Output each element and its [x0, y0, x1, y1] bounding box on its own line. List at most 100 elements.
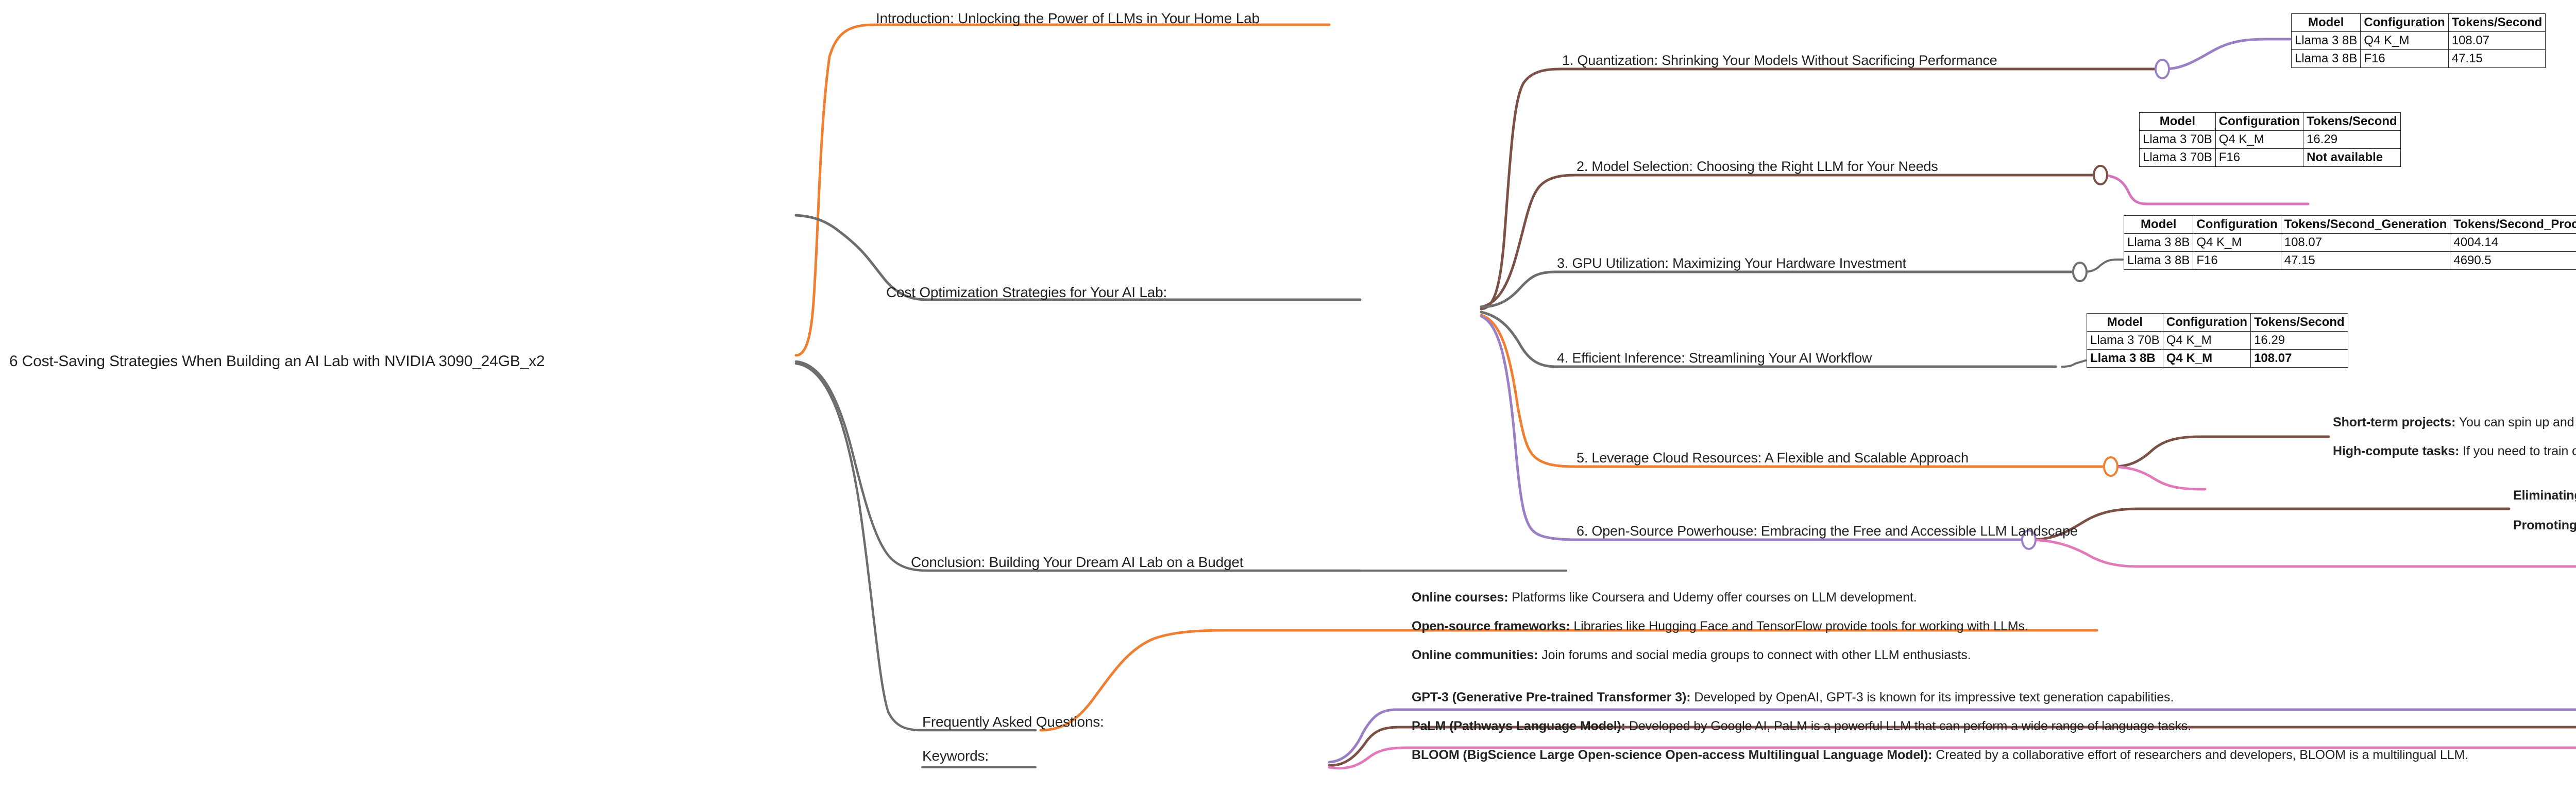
cloud-point-1-term: Short-term projects:: [2333, 415, 2456, 429]
faq-point-3-text: Join forums and social media groups to c…: [1538, 648, 1971, 662]
faq-point-3-term: Online communities:: [1412, 648, 1538, 662]
cloud-point-2-text: If you need to train or run massive LLMs…: [2463, 444, 2576, 458]
strategy-item-5-label: 5. Leverage Cloud Resources: A Flexible …: [1577, 450, 1969, 466]
table-cell: Q4 K_M: [2193, 233, 2281, 252]
table-cell: Llama 3 8B: [2291, 49, 2361, 68]
branch-cost-optimization[interactable]: Cost Optimization Strategies for Your AI…: [886, 284, 1167, 301]
table-cell: Llama 3 8B: [2291, 31, 2361, 50]
table-cell: 108.07: [2448, 31, 2546, 50]
table-header-cell: Configuration: [2360, 13, 2449, 32]
keyword-point-3-term: BLOOM (BigScience Large Open-science Ope…: [1412, 748, 1933, 762]
strategy-item-1[interactable]: 1. Quantization: Shrinking Your Models W…: [1562, 53, 1997, 68]
connector-strategy4-table: [2061, 359, 2087, 368]
connector-cost-strategy-2: [1480, 174, 2098, 308]
strategy-item-6[interactable]: 6. Open-Source Powerhouse: Embracing the…: [1577, 523, 2078, 539]
cloud-point-2-term: High-compute tasks:: [2333, 444, 2460, 458]
connector-cost-strategy-1: [1480, 67, 2160, 311]
strategy-item-5[interactable]: 5. Leverage Cloud Resources: A Flexible …: [1577, 450, 1969, 466]
table-cell: 108.07: [2280, 233, 2451, 252]
root-node[interactable]: 6 Cost-Saving Strategies When Building a…: [9, 353, 545, 371]
table-cell: 4004.14: [2450, 233, 2576, 252]
node-dot-strategy-2: [2093, 165, 2108, 185]
cloud-point-2[interactable]: High-compute tasks: If you need to train…: [2333, 444, 2576, 459]
keyword-point-2[interactable]: PaLM (Pathways Language Model): Develope…: [1412, 719, 2191, 734]
connector-strategy5-bullets: [2112, 435, 2330, 468]
faq-point-1-term: Online courses:: [1412, 590, 1509, 605]
keyword-point-1[interactable]: GPT-3 (Generative Pre-trained Transforme…: [1412, 690, 2174, 705]
connector-faq-bullets: [1039, 629, 2098, 732]
faq-point-2[interactable]: Open-source frameworks: Libraries like H…: [1412, 619, 2028, 634]
node-dot-strategy-5: [2103, 456, 2119, 477]
table-header-cell: Tokens/Second: [2448, 13, 2546, 32]
keyword-point-2-text: Developed by Google AI, PaLM is a powerf…: [1625, 719, 2191, 733]
branch-cost-optimization-label: Cost Optimization Strategies for Your AI…: [886, 284, 1167, 300]
table-cell: Llama 3 70B: [2139, 130, 2216, 149]
strategy-item-2[interactable]: 2. Model Selection: Choosing the Right L…: [1577, 159, 1938, 175]
strategy-item-6-label: 6. Open-Source Powerhouse: Embracing the…: [1577, 523, 2078, 539]
table-header-cell: Configuration: [2215, 112, 2304, 131]
strategy-item-3-label: 3. GPU Utilization: Maximizing Your Hard…: [1557, 255, 1906, 271]
connector-root-introduction: [794, 23, 1331, 357]
faq-point-2-term: Open-source frameworks:: [1412, 619, 1570, 633]
branch-keywords[interactable]: Keywords:: [922, 748, 989, 764]
connector-cost-strategy-5: [1480, 314, 2109, 468]
table-header-cell: Model: [2123, 215, 2194, 234]
table-cell: Llama 3 8B: [2123, 233, 2194, 252]
table-cell: 16.29: [2303, 130, 2401, 149]
branch-conclusion-label: Conclusion: Building Your Dream AI Lab o…: [911, 554, 1244, 570]
keyword-point-3[interactable]: BLOOM (BigScience Large Open-science Ope…: [1412, 748, 2468, 763]
branch-introduction[interactable]: Introduction: Unlocking the Power of LLM…: [876, 10, 1260, 27]
table-cell: Not available: [2303, 148, 2401, 167]
keyword-point-1-text: Developed by OpenAI, GPT-3 is known for …: [1690, 690, 2174, 704]
faq-point-2-text: Libraries like Hugging Face and TensorFl…: [1570, 619, 2028, 633]
branch-faq[interactable]: Frequently Asked Questions:: [922, 714, 1104, 730]
strategy-item-3[interactable]: 3. GPU Utilization: Maximizing Your Hard…: [1557, 255, 1906, 271]
opensource-point-1[interactable]: Eliminating licensing fees: You can acce…: [2513, 488, 2576, 503]
opensource-point-2[interactable]: Promoting collaborative development: Ope…: [2513, 518, 2576, 533]
table-header-cell: Model: [2087, 313, 2163, 332]
faq-point-3[interactable]: Online communities: Join forums and soci…: [1412, 648, 1971, 663]
table-header-cell: Tokens/Second: [2250, 313, 2348, 332]
table-header-cell: Tokens/Second_Processing: [2450, 215, 2576, 234]
connector-cost-strategy-3: [1480, 270, 2078, 308]
opensource-point-1-term: Eliminating licensing fees:: [2513, 488, 2576, 503]
table-cell: 4690.5: [2450, 251, 2576, 270]
table-cell: Llama 3 70B: [2087, 331, 2163, 350]
strategy-item-4[interactable]: 4. Efficient Inference: Streamlining You…: [1557, 350, 1872, 366]
connector-root-faq: [794, 362, 1037, 732]
branch-conclusion[interactable]: Conclusion: Building Your Dream AI Lab o…: [911, 554, 1244, 571]
strategy-item-4-label: 4. Efficient Inference: Streamlining You…: [1557, 350, 1872, 366]
faq-point-1[interactable]: Online courses: Platforms like Coursera …: [1412, 590, 1917, 605]
table-cell: 108.07: [2250, 349, 2348, 368]
table-cell: F16: [2360, 49, 2449, 68]
table-cell: F16: [2215, 148, 2304, 167]
node-dot-strategy-1: [2155, 59, 2170, 79]
keyword-point-2-term: PaLM (Pathways Language Model):: [1412, 719, 1626, 733]
table-cell: 47.15: [2280, 251, 2451, 270]
branch-keywords-label: Keywords:: [922, 748, 989, 764]
table-header-cell: Configuration: [2193, 215, 2281, 234]
strategy-item-1-label: 1. Quantization: Shrinking Your Models W…: [1562, 53, 1997, 68]
table-cell: Llama 3 8B: [2123, 251, 2194, 270]
table-header-cell: Tokens/Second_Generation: [2280, 215, 2451, 234]
opensource-point-2-term: Promoting collaborative development:: [2513, 518, 2576, 532]
cloud-point-1[interactable]: Short-term projects: You can spin up and…: [2333, 415, 2576, 430]
cloud-point-1-text: You can spin up and down resources as ne…: [2459, 415, 2576, 429]
table-header-cell: Model: [2291, 13, 2361, 32]
table-header-cell: Model: [2139, 112, 2216, 131]
